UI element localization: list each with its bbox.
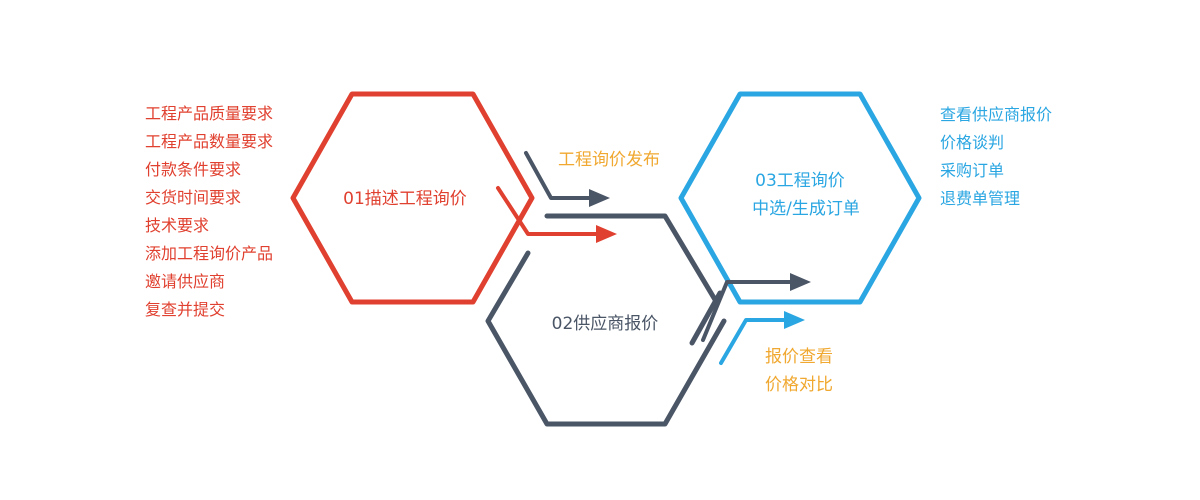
step3-action-list: 查看供应商报价 价格谈判 采购订单 退费单管理 — [940, 105, 1052, 208]
list-item: 采购订单 — [940, 161, 1004, 180]
list-item: 退费单管理 — [940, 189, 1020, 208]
list-item: 查看供应商报价 — [940, 105, 1052, 124]
step1-requirement-list: 工程产品质量要求 工程产品数量要求 付款条件要求 交货时间要求 技术要求 添加工… — [145, 104, 273, 319]
list-item: 技术要求 — [145, 216, 209, 235]
list-item: 复查并提交 — [145, 300, 225, 319]
list-item: 价格谈判 — [940, 133, 1004, 152]
list-item: 付款条件要求 — [145, 160, 241, 179]
compare-label-line1: 报价查看 — [765, 347, 833, 367]
list-item: 交货时间要求 — [145, 188, 241, 207]
step1-label: 01描述工程询价 — [343, 189, 467, 209]
list-item: 工程产品质量要求 — [145, 104, 273, 123]
quote-arrow-dark — [701, 273, 811, 342]
list-item: 添加工程询价产品 — [145, 244, 273, 263]
step3-hexagon — [678, 91, 922, 305]
step2-hexagon — [485, 213, 727, 427]
step3-label-line1: 03工程询价 — [755, 171, 845, 191]
step2-label: 02供应商报价 — [552, 314, 659, 334]
list-item: 工程产品数量要求 — [145, 132, 273, 151]
step1-hexagon — [290, 91, 535, 305]
compare-arrow-blue — [719, 311, 805, 365]
publish-arrow-dark — [524, 151, 610, 207]
step3-label-line2: 中选/生成订单 — [752, 199, 860, 219]
publish-label: 工程询价发布 — [558, 150, 660, 170]
list-item: 邀请供应商 — [145, 272, 225, 291]
compare-label-line2: 价格对比 — [765, 375, 833, 395]
publish-arrow-red — [496, 186, 617, 243]
